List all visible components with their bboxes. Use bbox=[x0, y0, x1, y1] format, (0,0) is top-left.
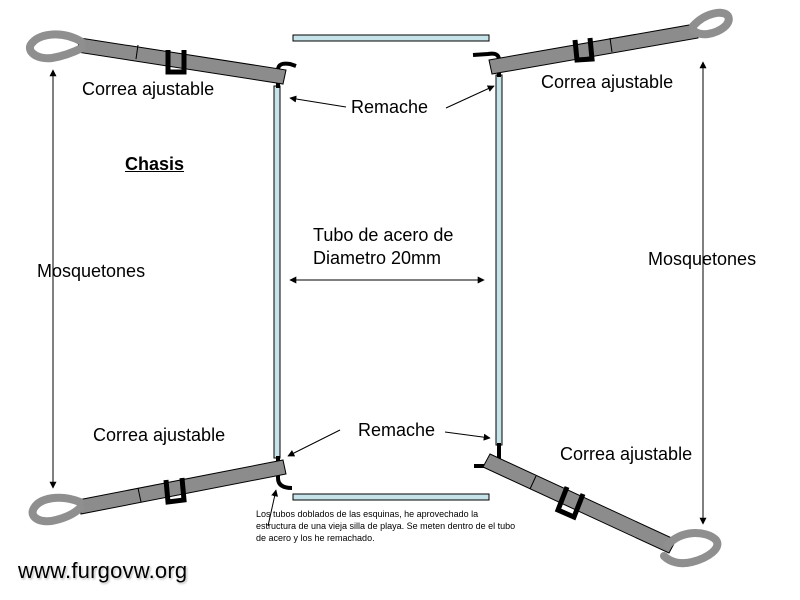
arrow-remache-bottom-left bbox=[287, 429, 341, 457]
carabiner-bottom-right bbox=[660, 529, 722, 568]
note-text: Los tubos doblados de las esquinas, he a… bbox=[256, 509, 516, 543]
watermark: www.furgovw.org bbox=[18, 558, 188, 583]
label-remache-bottom: Remache bbox=[358, 420, 436, 440]
arrow-remache-top-left bbox=[289, 95, 347, 108]
strap-overlap-bottom-left bbox=[137, 487, 142, 503]
arrow-remache-bottom-right bbox=[444, 431, 491, 441]
buckle-bottom-right bbox=[554, 486, 586, 521]
right-steel-tube bbox=[495, 74, 503, 446]
strap-overlap-top-right bbox=[609, 37, 613, 53]
buckle-top-right bbox=[572, 37, 595, 63]
buckle-top-left bbox=[165, 50, 187, 75]
label-chasis: Chasis bbox=[125, 154, 185, 174]
label-correa-top-right: Correa ajustable bbox=[541, 72, 674, 92]
label-correa-bottom-right: Correa ajustable bbox=[560, 444, 693, 464]
carabiner-top-left bbox=[26, 30, 86, 63]
label-mosquetones-right: Mosquetones bbox=[648, 249, 757, 269]
carabiner-bottom-left bbox=[28, 493, 84, 526]
label-correa-bottom-left: Correa ajustable bbox=[93, 425, 226, 445]
top-crossbar bbox=[292, 34, 490, 42]
arrow-note bbox=[267, 489, 279, 527]
strap-overlap-top-left bbox=[135, 44, 139, 60]
strap-overlap-bottom-right bbox=[529, 475, 537, 490]
bent-tube-bottom-left bbox=[276, 456, 293, 490]
buckle-bottom-left bbox=[163, 477, 187, 505]
label-tubo-line2: Diametro 20mm bbox=[313, 248, 442, 268]
bottom-crossbar bbox=[292, 493, 490, 501]
label-tubo-line1: Tubo de acero de bbox=[313, 225, 454, 245]
label-correa-top-left: Correa ajustable bbox=[82, 79, 215, 99]
arrow-remache-top-right bbox=[445, 85, 495, 109]
label-remache-top: Remache bbox=[351, 97, 429, 117]
left-steel-tube bbox=[273, 85, 281, 459]
label-mosquetones-left: Mosquetones bbox=[37, 261, 146, 281]
carabiner-top-right bbox=[689, 8, 733, 39]
